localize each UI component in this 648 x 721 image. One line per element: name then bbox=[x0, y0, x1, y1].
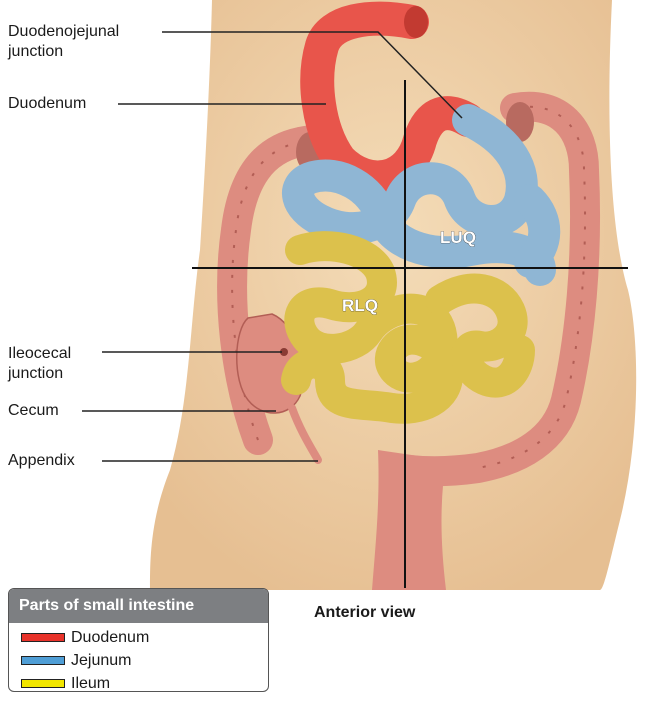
label-duodenojejunal-junction: Duodenojejunal junction bbox=[8, 22, 119, 62]
view-caption: Anterior view bbox=[314, 604, 415, 622]
legend-label: Duodenum bbox=[71, 629, 149, 647]
label-cecum: Cecum bbox=[8, 401, 59, 421]
label-line-1: Duodenojejunal bbox=[8, 22, 119, 42]
legend-label: Jejunum bbox=[71, 652, 131, 670]
label-ileocecal-junction: Ileocecal junction bbox=[8, 344, 71, 384]
legend-item-ileum: Ileum bbox=[9, 672, 268, 692]
legend-title: Parts of small intestine bbox=[9, 589, 268, 623]
legend-item-jejunum: Jejunum bbox=[9, 649, 268, 672]
luq-label: LUQ bbox=[440, 228, 476, 247]
legend-swatch bbox=[21, 656, 65, 665]
legend-item-duodenum: Duodenum bbox=[9, 626, 268, 649]
label-duodenum: Duodenum bbox=[8, 94, 86, 114]
label-line-2: junction bbox=[8, 42, 119, 62]
legend-label: Ileum bbox=[71, 675, 110, 693]
label-line-2: junction bbox=[8, 364, 71, 384]
legend-swatch bbox=[21, 633, 65, 642]
rlq-label: RLQ bbox=[342, 296, 378, 315]
label-line-1: Ileocecal bbox=[8, 344, 71, 364]
label-appendix: Appendix bbox=[8, 451, 75, 471]
legend-box: Parts of small intestine Duodenum Jejunu… bbox=[8, 588, 269, 692]
rectum bbox=[372, 450, 446, 590]
legend-swatch bbox=[21, 679, 65, 688]
